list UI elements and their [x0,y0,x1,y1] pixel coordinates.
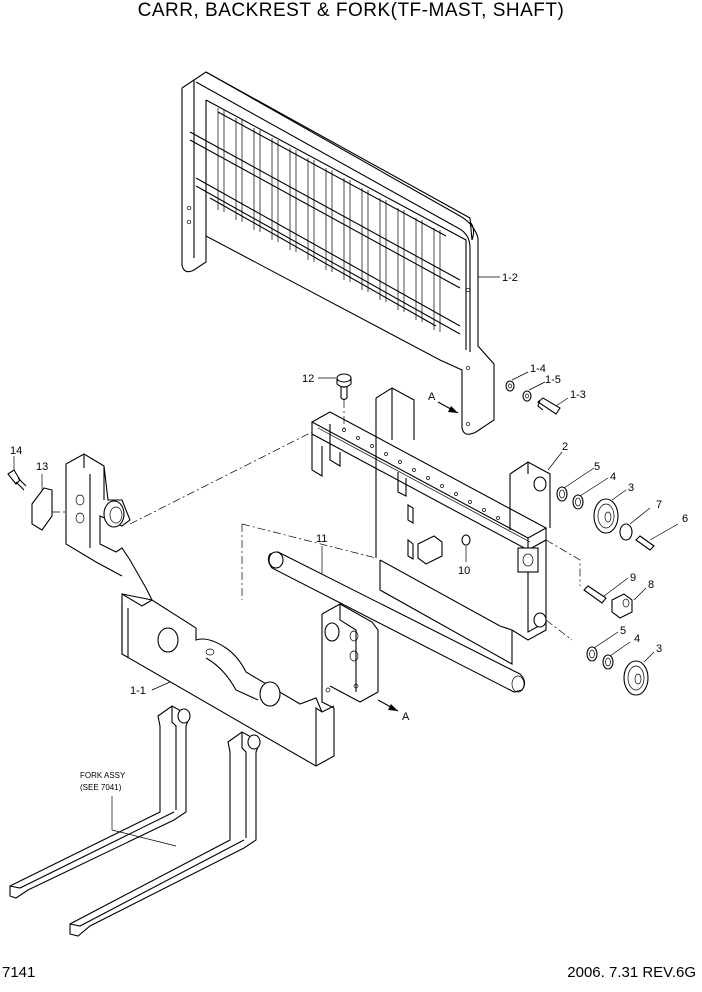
callout-8: 8 [648,579,654,591]
arrow-label-a-bottom: A [402,711,410,723]
callout-11: 11 [316,533,327,545]
lower-roller-group [586,646,649,696]
callout-5-lower: 5 [620,625,626,637]
callout-7: 7 [656,499,662,511]
backrest-grille [181,71,495,435]
callout-9: 9 [630,572,636,584]
callout-4-lower: 4 [634,633,640,645]
fork-note-line1: FORK ASSY [80,771,126,780]
callout-1-5: 1-5 [545,374,561,386]
fork-left [9,705,191,899]
bolt-10 [461,534,471,546]
washer-bolt-set [505,380,561,415]
callout-1-3: 1-3 [570,389,586,401]
fork-right [69,731,261,937]
carriage-frame [310,387,551,665]
callout-4-upper: 4 [610,471,616,483]
shaft [267,551,526,693]
callout-1-4: 1-4 [530,363,546,375]
page-code: 7141 [2,964,36,981]
fork-frame [65,453,379,767]
fork-note-line2: (SEE 7041) [80,783,122,792]
upper-roller-group [556,486,655,551]
callout-12: 12 [302,373,314,385]
revision-stamp: 2006. 7.31 REV.6G [567,964,696,981]
arrow-label-a-top: A [428,391,436,403]
callout-2: 2 [562,441,568,453]
callout-6: 6 [682,513,688,525]
callout-1-2: 1-2 [502,272,518,284]
callout-10: 10 [458,565,470,577]
callout-14: 14 [10,445,22,457]
bolt-14 [7,469,27,491]
stopper-pin [336,373,352,401]
callout-3-lower: 3 [656,643,662,655]
page-title: CARR, BACKREST & FORK(TF-MAST, SHAFT) [137,0,565,21]
callout-1-1: 1-1 [130,685,146,697]
callout-3-upper: 3 [628,482,634,494]
side-roller-bolt-group [583,585,633,619]
plate-13 [31,487,53,531]
callout-13: 13 [36,461,48,473]
callout-5-upper: 5 [594,461,600,473]
